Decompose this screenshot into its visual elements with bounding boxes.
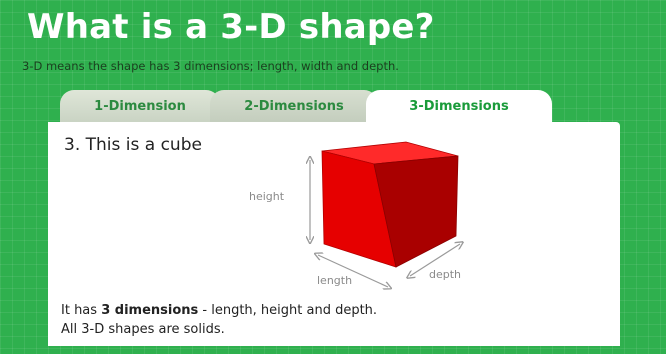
- length-label: length: [317, 274, 352, 287]
- page-title: What is a 3-D shape?: [27, 7, 435, 47]
- description-suffix: - length, height and depth.: [198, 303, 378, 318]
- cube-icon: [321, 141, 459, 268]
- length-arrow-icon: [318, 255, 388, 287]
- description-prefix: It has: [61, 303, 102, 318]
- content-panel: 3. This is a cube height length depth It…: [48, 122, 620, 346]
- tab-3-dimensions[interactable]: 3-Dimensions: [366, 90, 552, 125]
- cube-diagram: height length depth: [249, 141, 620, 346]
- description-line-2: All 3-D shapes are solids.: [61, 322, 225, 337]
- depth-arrow-icon: [410, 244, 460, 276]
- description-line-1: It has 3 dimensions - length, height and…: [61, 301, 377, 320]
- description-bold: 3 dimensions: [101, 303, 199, 318]
- depth-label: depth: [429, 268, 461, 281]
- content-heading: 3. This is a cube: [64, 135, 202, 155]
- cube-side-face: [373, 155, 459, 268]
- tab-bar: 1-Dimension 2-Dimensions 3-Dimensions: [48, 90, 568, 125]
- tab-1-dimension[interactable]: 1-Dimension: [60, 90, 220, 123]
- height-label: height: [249, 190, 285, 203]
- tab-2-dimensions[interactable]: 2-Dimensions: [210, 90, 378, 123]
- page-subtitle: 3-D means the shape has 3 dimensions; le…: [22, 59, 399, 73]
- description-text: It has 3 dimensions - length, height and…: [61, 301, 377, 339]
